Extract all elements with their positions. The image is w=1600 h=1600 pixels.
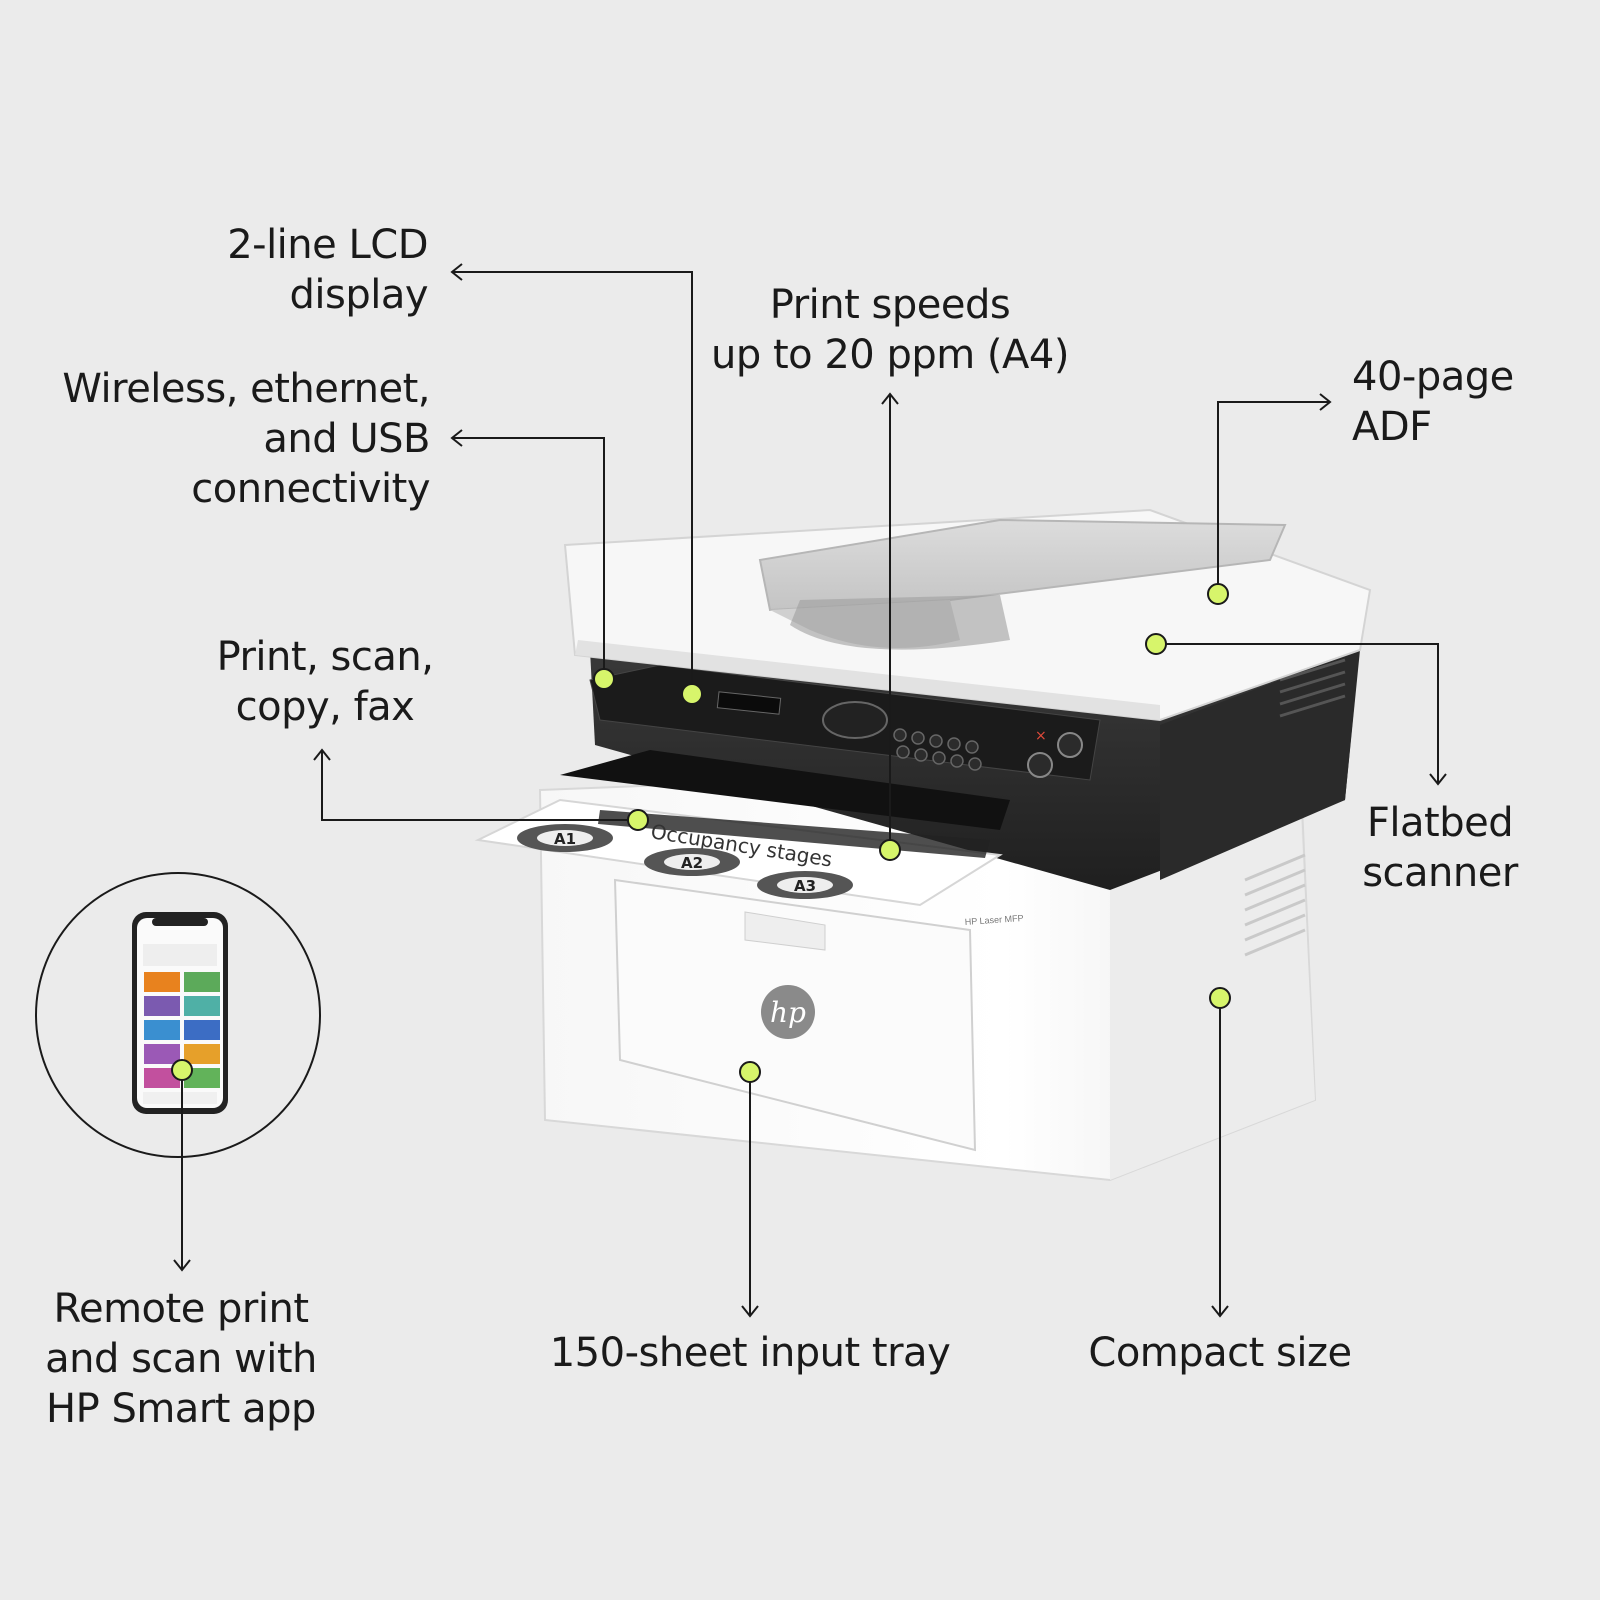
callout-remote-app: Remote print and scan with HP Smart app (45, 1286, 317, 1432)
hp-logo: hp (761, 985, 815, 1039)
marker-lcd (681, 683, 703, 705)
svg-text:A3: A3 (794, 877, 816, 895)
marker-functions (627, 809, 649, 831)
side-vent (1244, 853, 1306, 957)
feature-markers (171, 583, 1231, 1083)
svg-text:×: × (1035, 728, 1047, 744)
marker-compact (1209, 987, 1231, 1009)
svg-text:A2: A2 (681, 854, 703, 872)
printed-paper: Occupancy stages A1 A2 A3 (474, 798, 1003, 907)
callout-adf: 40-page ADF (1352, 354, 1514, 450)
paper-badge-a3: A3 (757, 871, 853, 899)
callout-compact-size: Compact size (1088, 1330, 1352, 1376)
marker-tray (739, 1061, 761, 1083)
callout-input-tray: 150-sheet input tray (549, 1330, 951, 1376)
printer: hp HP Laser MFP × (474, 508, 1372, 1182)
paper-badge-a1: A1 (517, 824, 613, 852)
paper-badge-a2: A2 (644, 848, 740, 876)
callout-connectivity: Wireless, ethernet, and USB connectivity (62, 366, 430, 512)
svg-text:A1: A1 (554, 830, 576, 848)
marker-adf (1207, 583, 1229, 605)
marker-speed (879, 839, 901, 861)
smartphone-icon (132, 912, 228, 1114)
model-label: HP Laser MFP (964, 913, 1023, 927)
marker-connectivity (593, 668, 615, 690)
lcd-screen (716, 691, 782, 715)
callout-lcd-display: 2-line LCD display (227, 222, 428, 318)
leader-lines (173, 263, 1447, 1318)
callout-print-speed: Print speeds up to 20 ppm (A4) (711, 282, 1069, 378)
callout-flatbed-scanner: Flatbed scanner (1362, 800, 1518, 896)
marker-remote (171, 1059, 193, 1081)
svg-text:hp: hp (770, 996, 806, 1029)
marker-flatbed (1145, 633, 1167, 655)
callout-functions: Print, scan, copy, fax (216, 634, 434, 730)
app-circle (35, 872, 321, 1158)
